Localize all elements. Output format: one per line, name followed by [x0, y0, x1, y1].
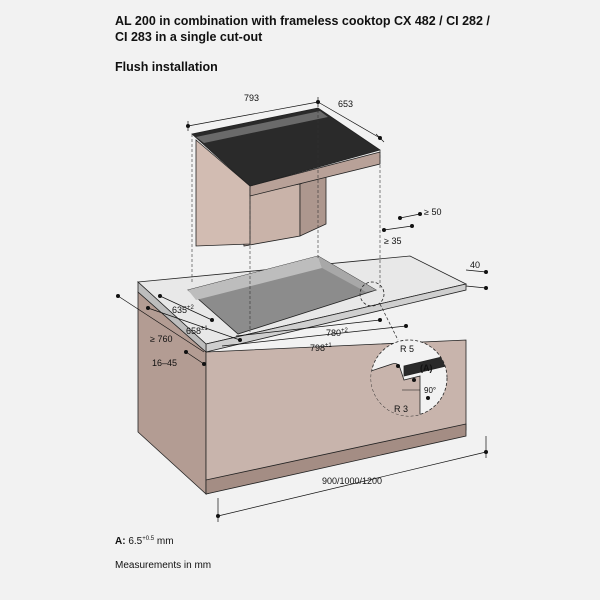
dim-798-value: 798 — [310, 343, 325, 353]
dim-50: ≥ 50 — [424, 207, 441, 217]
dim-658: 658±1 — [186, 326, 208, 336]
cutout-right-wall — [318, 256, 376, 292]
dim-width: 900/1000/1200 — [322, 476, 382, 486]
cabinet-plinth — [205, 423, 467, 495]
dim-635-value: 635 — [172, 305, 187, 315]
dim-35: ≥ 35 — [384, 236, 401, 246]
detail-point-3 — [426, 396, 430, 400]
worktop — [137, 255, 468, 353]
detail-point-1 — [396, 364, 400, 368]
dim-780-value: 780 — [326, 328, 341, 338]
dim-40: 40 — [470, 260, 480, 270]
cutout-inner-wall — [188, 256, 322, 300]
dim-780-tol: +2 — [341, 328, 349, 334]
dim-653: 653 — [338, 99, 353, 109]
dim-798: 798±1 — [310, 343, 332, 353]
note-a-tol: +0.5 — [142, 536, 155, 542]
dim-658-value: 658 — [186, 326, 201, 336]
note-a-label: A: — [115, 536, 126, 547]
dim-635-tol: +2 — [187, 305, 195, 311]
title-line-1: AL 200 in combination with frameless coo… — [115, 14, 490, 28]
detail-r3: R 3 — [394, 404, 408, 414]
detail-angle: 90° — [424, 386, 436, 395]
dim-760: ≥ 760 — [150, 334, 172, 344]
note-a-value: 6.5 — [128, 536, 143, 547]
dim-793: 793 — [244, 93, 259, 103]
dimension-lines — [117, 97, 487, 522]
page-title: AL 200 in combination with frameless coo… — [115, 13, 515, 45]
title-line-2: CI 283 in a single cut-out — [115, 30, 263, 44]
dim-658-tol: ±1 — [201, 326, 208, 332]
detail-source-circle — [359, 281, 385, 307]
dim-635: 635+2 — [172, 305, 195, 315]
worktop-side-edge — [137, 281, 207, 353]
downdraft-vent-strip — [196, 111, 328, 143]
note-a-unit: mm — [156, 536, 174, 547]
subtitle: Flush installation — [115, 60, 218, 74]
unit-motor-side — [299, 173, 327, 237]
dim-16-45: 16–45 — [152, 358, 177, 368]
detail-point-2 — [412, 378, 416, 382]
dim-798-tol: ±1 — [325, 343, 332, 349]
dimension-labels: 793 653 ≥ 50 ≥ 35 40 635+2 658±1 ≥ 760 1… — [150, 93, 480, 486]
detail-r5: R 5 — [400, 344, 414, 354]
note-measurements: Measurements in mm — [115, 560, 212, 571]
projection-lines — [191, 110, 381, 332]
downdraft-unit — [191, 107, 381, 247]
detail-a: (A) — [420, 363, 433, 373]
dim-780: 780+2 — [326, 328, 349, 338]
dimension-dots — [116, 100, 488, 518]
note-a: A: 6.5+0.5 mm — [115, 536, 174, 547]
